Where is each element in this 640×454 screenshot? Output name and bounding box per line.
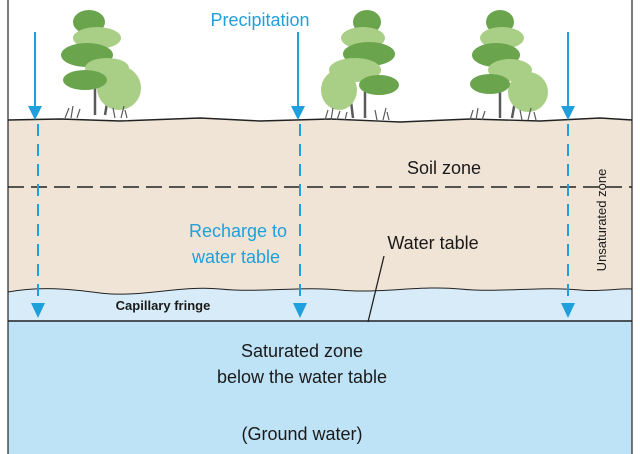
- tree-icon: [321, 10, 399, 121]
- tree-icon: [61, 10, 141, 119]
- saturated-zone-label-line2: below the water table: [217, 367, 387, 387]
- capillary-fringe-label: Capillary fringe: [116, 298, 211, 313]
- recharge-label-line2: water table: [191, 247, 280, 267]
- capillary-top-line: [7, 287, 633, 295]
- precipitation-label: Precipitation: [210, 10, 309, 30]
- saturated-zone-layer: [8, 321, 632, 454]
- ground-layers: [7, 0, 633, 454]
- tree-icon: [469, 10, 548, 121]
- water-table-label: Water table: [387, 233, 478, 253]
- soil-zone-label: Soil zone: [407, 158, 481, 178]
- ground-water-label: (Ground water): [241, 424, 362, 444]
- down-arrow-icon: [561, 32, 575, 318]
- water-table-leader: [367, 255, 385, 323]
- saturated-zone-label-line1: Saturated zone: [241, 341, 363, 361]
- precipitation-arrows: [28, 32, 575, 318]
- ground-surface-line: [7, 117, 633, 123]
- recharge-label-line1: Recharge to: [189, 221, 287, 241]
- capillary-fringe-layer: [8, 287, 632, 322]
- soil-layer: [8, 118, 632, 300]
- down-arrow-icon: [291, 32, 307, 318]
- down-arrow-icon: [28, 32, 45, 318]
- unsaturated-zone-label: Unsaturated zone: [594, 169, 609, 272]
